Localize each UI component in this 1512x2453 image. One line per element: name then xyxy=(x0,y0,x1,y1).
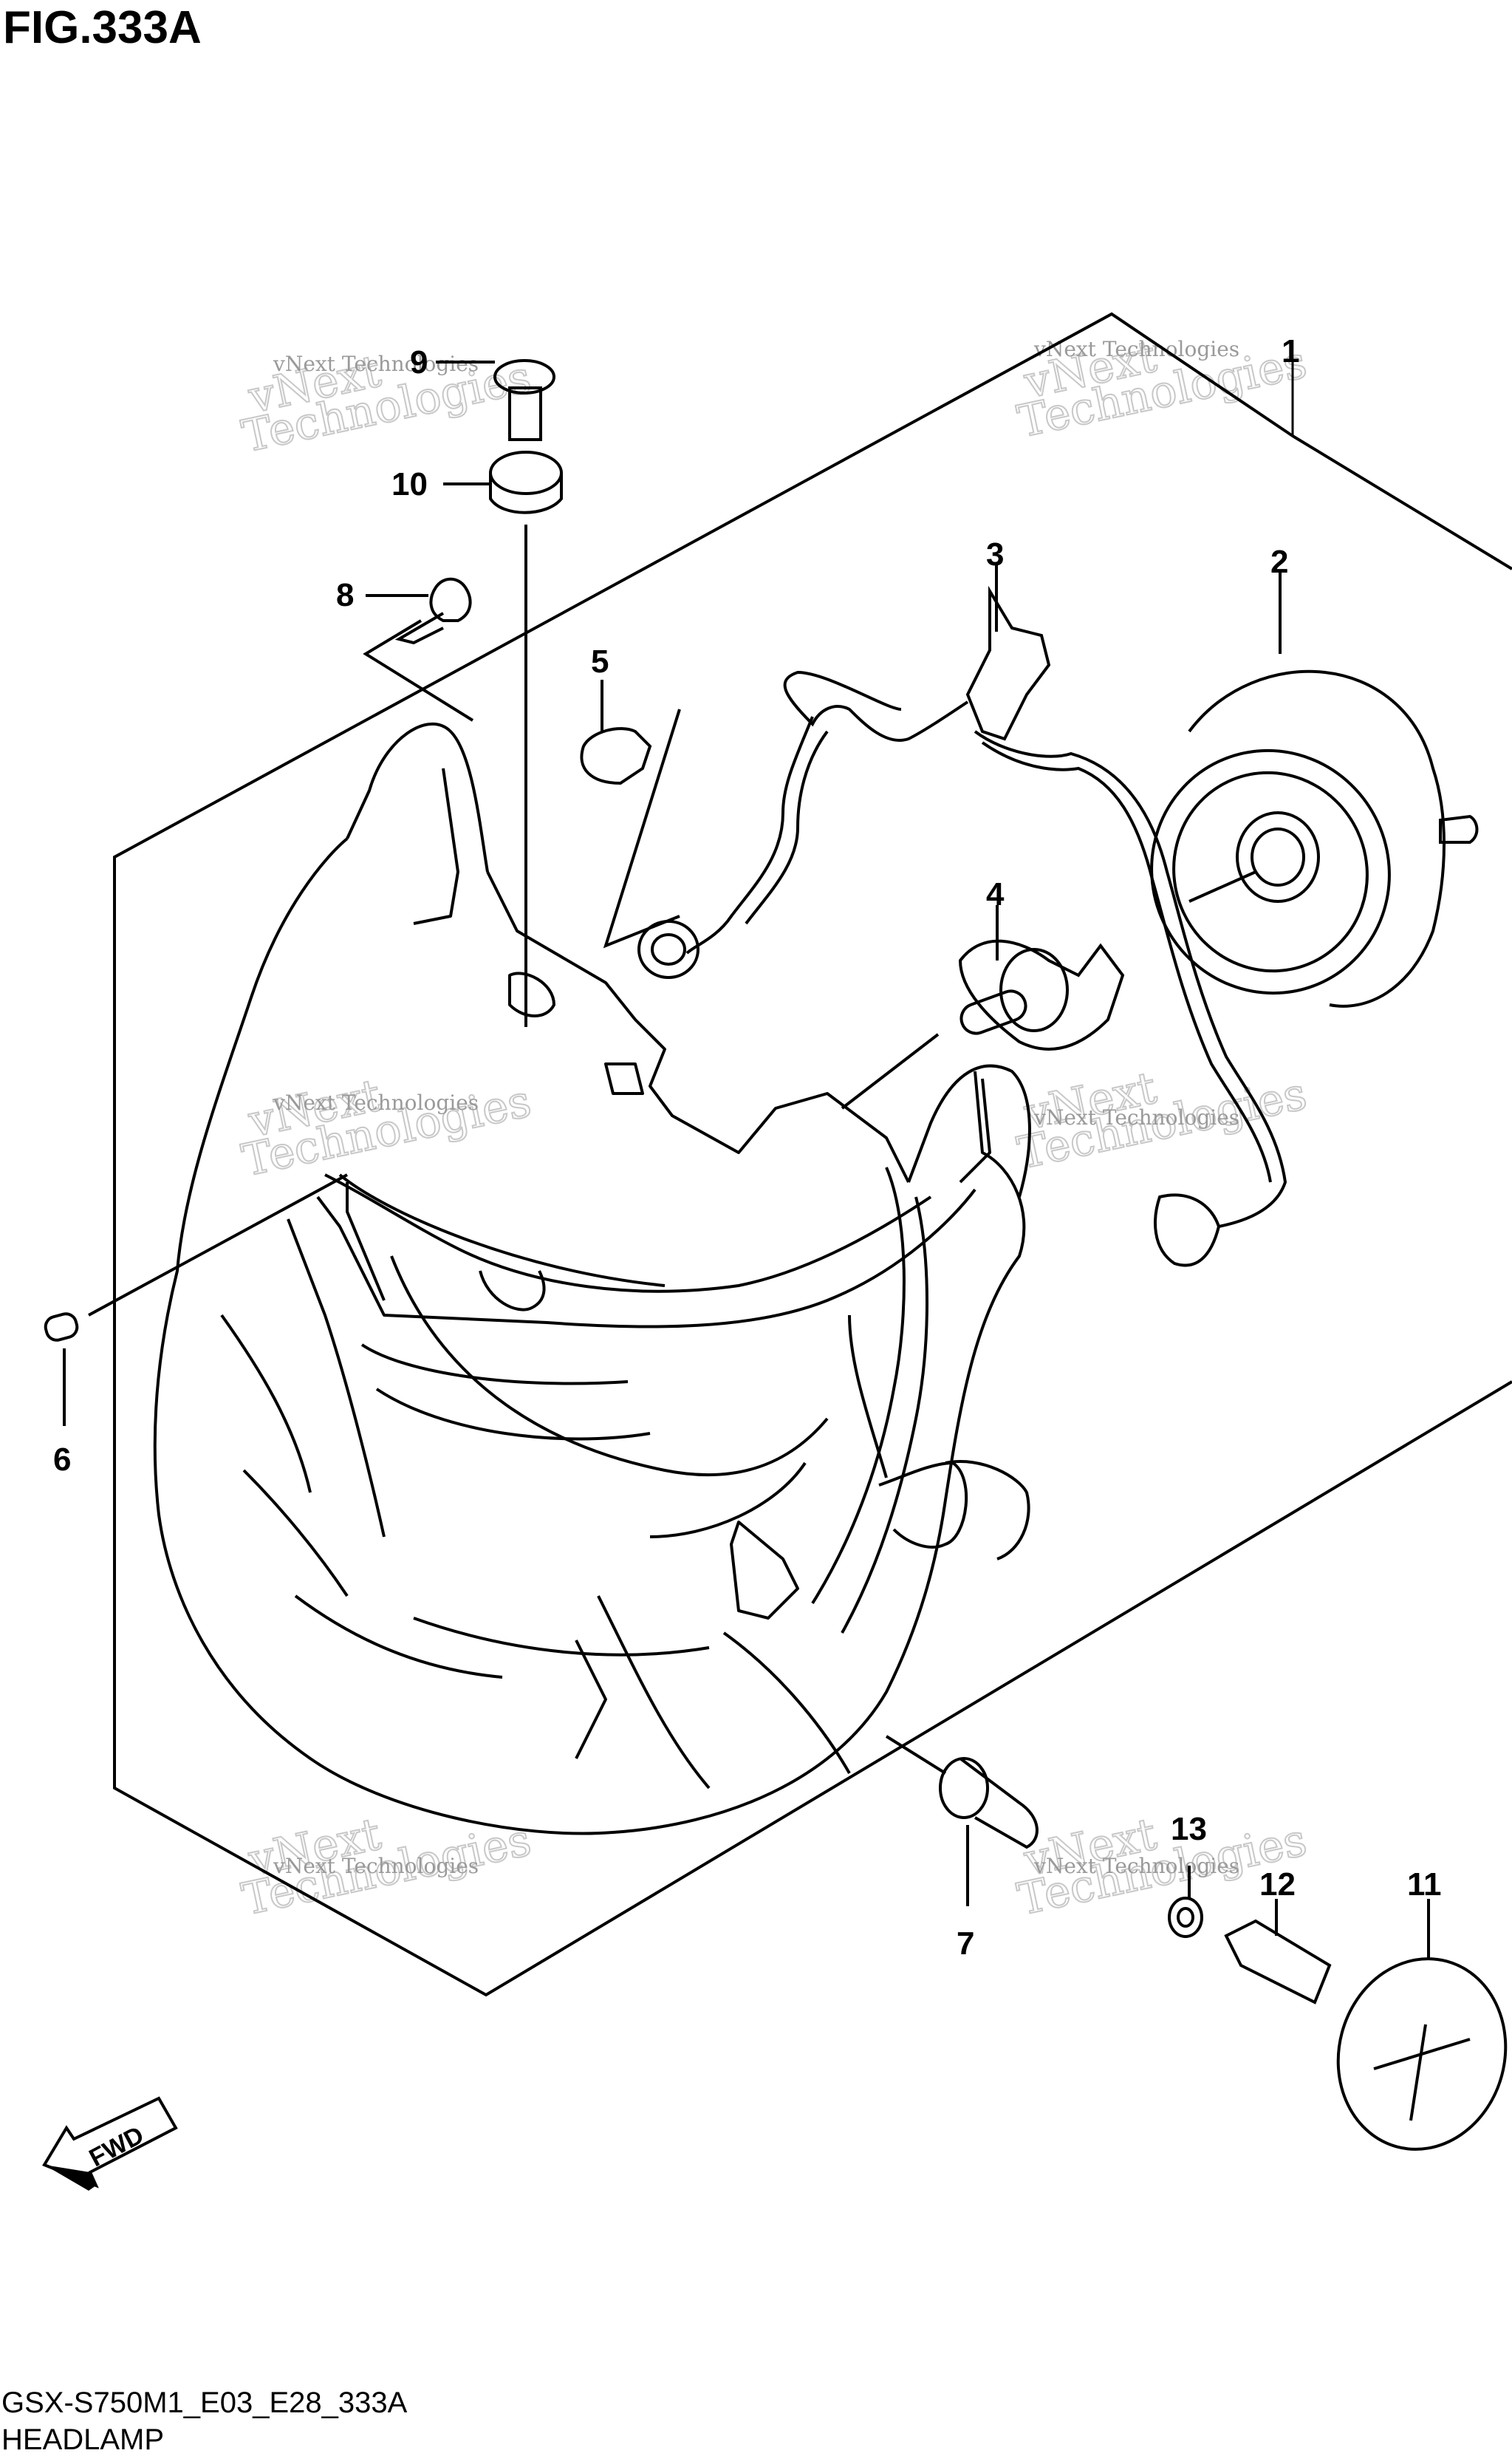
callout-9: 9 xyxy=(410,344,428,381)
part-7-damper xyxy=(885,1735,1039,1906)
callout-1: 1 xyxy=(1282,333,1299,369)
assembly-boundary xyxy=(113,312,1512,1997)
watermark-text: vNext Technologies xyxy=(273,352,479,376)
callout-7: 7 xyxy=(957,1925,974,1962)
fwd-arrow-icon: FWD xyxy=(42,2096,178,2191)
part-13-washer xyxy=(1168,1866,1203,1938)
callout-11: 11 xyxy=(1407,1866,1442,1903)
callout-8: 8 xyxy=(336,577,354,613)
part-12-stud xyxy=(1224,1899,1332,2005)
part-2-headlamp-cover xyxy=(1150,570,1479,1008)
watermark-text: vNext Technologies xyxy=(273,1091,479,1115)
part-8-screw xyxy=(366,577,472,645)
part-11-reflector xyxy=(1336,1899,1508,2151)
headlamp-housing xyxy=(153,722,1031,1835)
part-9-bolt xyxy=(436,359,555,441)
figure-title: FIG.333A xyxy=(3,2,202,53)
callout-12: 12 xyxy=(1259,1866,1296,1903)
watermark-text: vNext Technologies xyxy=(1033,1105,1239,1130)
part-4-headlamp-bulb xyxy=(841,905,1125,1110)
part-6-cap xyxy=(44,1173,348,1426)
watermark-text: vNext Technologies xyxy=(1033,1854,1239,1878)
part-5-position-bulb xyxy=(580,680,681,949)
part-3-wiring-harness xyxy=(637,565,1287,1267)
callout-4: 4 xyxy=(986,876,1005,912)
callout-13: 13 xyxy=(1171,1811,1207,1847)
watermark-text: vNext Technologies xyxy=(1033,337,1239,361)
figure-name: HEADLAMP xyxy=(1,2423,164,2453)
part-10-grommet xyxy=(443,451,563,1027)
callout-3: 3 xyxy=(986,536,1004,573)
callout-10: 10 xyxy=(391,466,428,502)
callout-6: 6 xyxy=(53,1442,71,1478)
callout-labels: 1 2 3 4 5 6 7 8 9 10 11 12 13 xyxy=(53,333,1442,1962)
watermark-text: vNext Technologies xyxy=(273,1854,479,1878)
callout-5: 5 xyxy=(591,644,609,680)
callout-2: 2 xyxy=(1270,544,1288,580)
figure-code: GSX-S750M1_E03_E28_333A xyxy=(1,2387,408,2419)
